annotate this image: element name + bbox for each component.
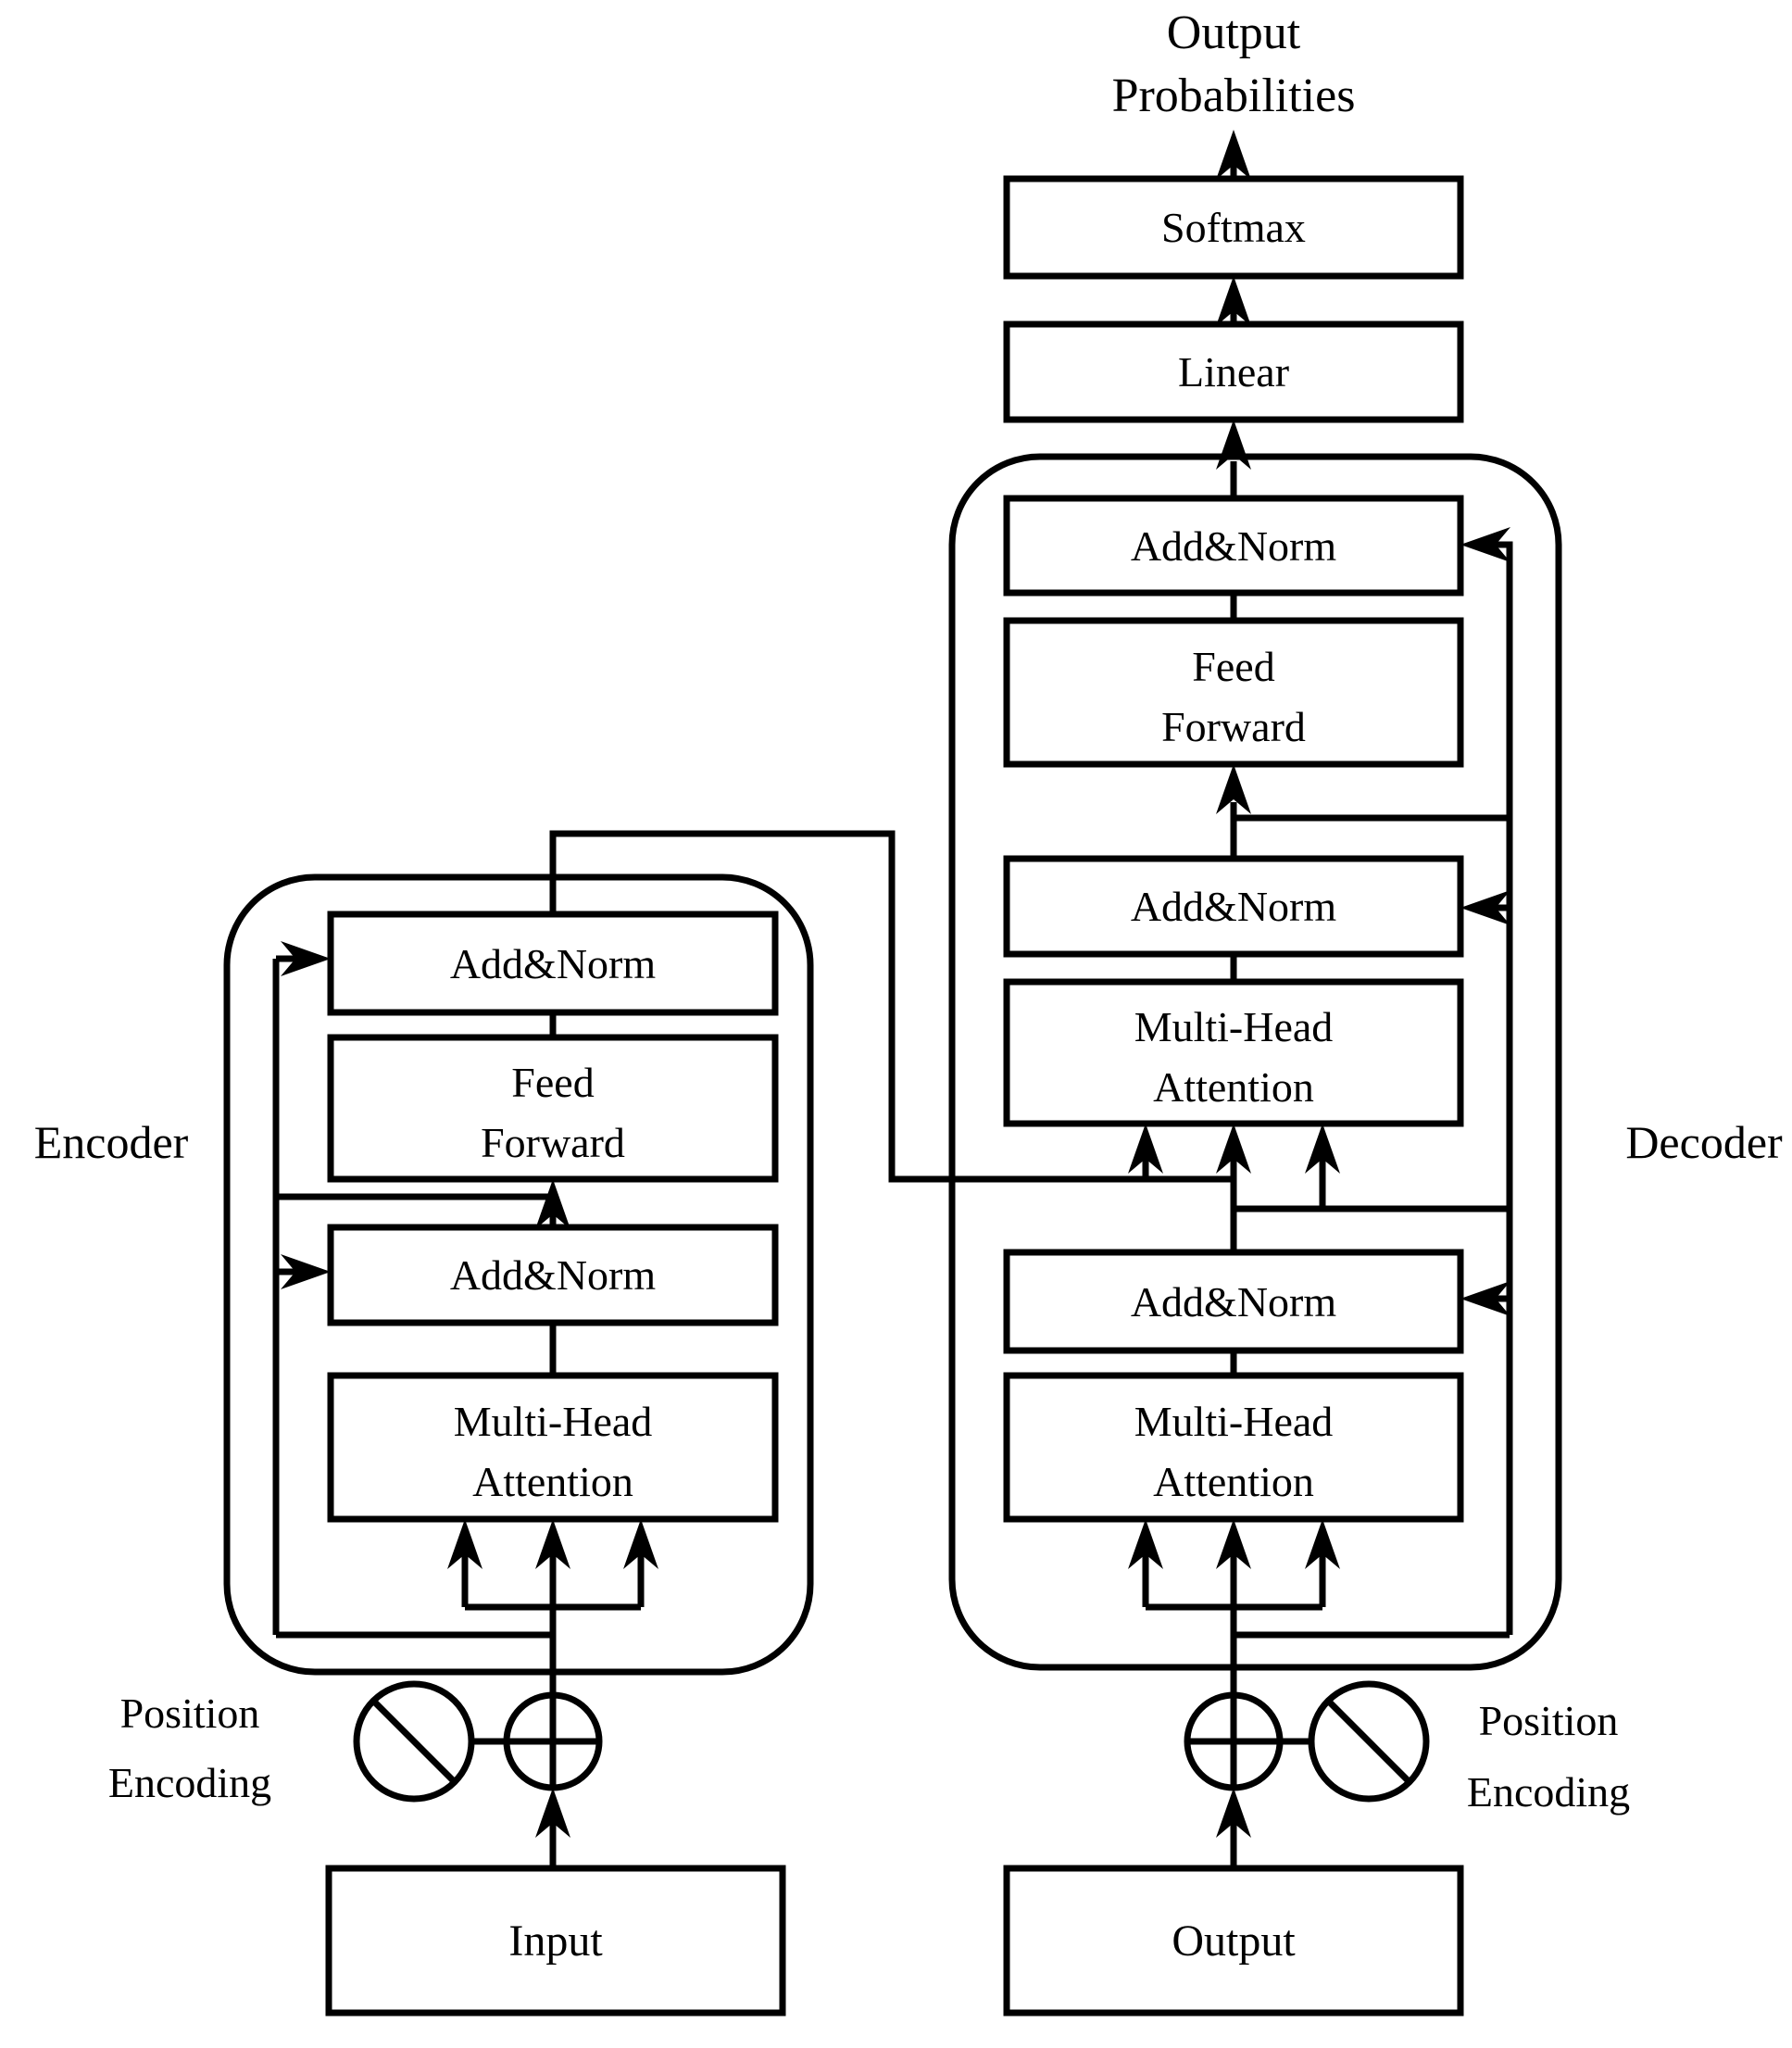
decoder-side-label: Decoder [1625, 1116, 1783, 1168]
encoder-addnorm2-label: Add&Norm [450, 1251, 657, 1299]
input-label: Input [508, 1916, 603, 1966]
wire-residual-track-right [1493, 541, 1513, 1635]
arrow-up-icon [535, 1179, 570, 1229]
arrow-up-icon [1305, 1124, 1340, 1174]
decoder-sine-slash-icon [1325, 1698, 1412, 1785]
wire-self-attention-split [461, 1554, 645, 1611]
decoder-position-encoding-label-line2: Encoding [1467, 1768, 1630, 1816]
input-box [325, 1865, 786, 2017]
wire-residual-track-left [272, 955, 299, 1635]
arrow-up-icon [1128, 1519, 1163, 1569]
arrow-right-icon [281, 941, 331, 976]
arrow-left-icon [1460, 527, 1510, 562]
decoder-feedforward-label-line1: Feed [1192, 643, 1274, 690]
encoder-addnorm2-box [327, 1224, 779, 1326]
encoder-feedforward-label-line1: Feed [511, 1059, 594, 1106]
encoder-addnorm1-label: Add&Norm [450, 940, 657, 987]
arrow-up-icon [1305, 1519, 1340, 1569]
decoder-addnorm3-box [1003, 1249, 1464, 1354]
decoder-selfattention-label-line1: Multi-Head [1134, 1398, 1334, 1445]
encoder-feedforward-label-line2: Forward [481, 1119, 625, 1166]
linear-label: Linear [1178, 348, 1289, 396]
arrow-up-icon [1216, 1519, 1251, 1569]
decoder-feedforward-label-line2: Forward [1161, 703, 1306, 750]
encoder-feedforward-box [327, 1034, 779, 1183]
arrow-up-icon [1216, 1788, 1251, 1838]
arrow-up-icon [1216, 764, 1251, 814]
arrow-up-icon [1216, 1124, 1251, 1174]
encoder-addnorm1-box [327, 911, 779, 1016]
encoder-container [223, 873, 814, 1676]
softmax-label: Softmax [1161, 204, 1306, 251]
decoder-selfattention-label-line2: Attention [1153, 1458, 1314, 1505]
arrow-up-icon [535, 1788, 570, 1838]
output-label: Output [1172, 1916, 1296, 1966]
decoder-crossattention-label-line2: Attention [1153, 1063, 1314, 1111]
arrow-up-icon [1216, 276, 1251, 326]
encoder-selfattention-label-line2: Attention [472, 1458, 633, 1505]
containers [223, 453, 1562, 1676]
output-box [1003, 1865, 1464, 2017]
decoder-selfattention-box [1003, 1372, 1464, 1523]
arrow-up-icon [1128, 1124, 1163, 1174]
encoder-selfattention-label-line1: Multi-Head [454, 1398, 653, 1445]
arrowheads [281, 130, 1510, 1838]
encoder-sine-slash-icon [370, 1698, 457, 1785]
text-labels: Output Probabilities Softmax Linear Add&… [34, 6, 1783, 1966]
decoder-position-encoding-label-line1: Position [1479, 1697, 1619, 1744]
position-encoding-icons [353, 1680, 1430, 1803]
wire-addnorm2-to-feedforward [1230, 802, 1510, 859]
arrow-left-icon [1460, 890, 1510, 925]
softmax-box [1003, 175, 1464, 280]
decoder-addnorm3-label: Add&Norm [1131, 1278, 1337, 1326]
blocks [325, 175, 1464, 2017]
arrow-up-icon [623, 1519, 658, 1569]
decoder-addnorm1-box [1003, 495, 1464, 597]
arrow-right-icon [281, 1254, 331, 1289]
wire-addnorm3-to-crossattention [1230, 1159, 1510, 1252]
decoder-add-cross-icon [1187, 1695, 1280, 1788]
wire-self-attention-split [1142, 1554, 1326, 1611]
decoder-feedforward-box [1003, 617, 1464, 768]
arrow-up-icon [447, 1519, 482, 1569]
decoder-crossattention-box [1003, 978, 1464, 1127]
arrow-left-icon [1460, 1281, 1510, 1316]
encoder-selfattention-box [327, 1372, 779, 1523]
arrow-up-icon [1216, 130, 1251, 180]
decoder-addnorm2-box [1003, 855, 1464, 958]
arrow-up-icon [535, 1519, 570, 1569]
encoder-add-cross-icon [507, 1695, 599, 1788]
output-probabilities-label-line2: Probabilities [1112, 69, 1356, 122]
encoder-side-label: Encoder [34, 1116, 189, 1168]
linear-box [1003, 320, 1464, 423]
decoder-addnorm2-label: Add&Norm [1131, 883, 1337, 930]
decoder-crossattention-label-line1: Multi-Head [1134, 1003, 1334, 1050]
output-probabilities-label-line1: Output [1167, 6, 1301, 59]
arrow-up-icon [1216, 420, 1251, 470]
encoder-position-encoding-label-line2: Encoding [108, 1759, 271, 1806]
wire-encoder-to-decoder [549, 830, 1234, 1183]
decoder-container [948, 453, 1562, 1671]
encoder-position-encoding-label-line1: Position [120, 1690, 260, 1737]
decoder-addnorm1-label: Add&Norm [1131, 522, 1337, 570]
